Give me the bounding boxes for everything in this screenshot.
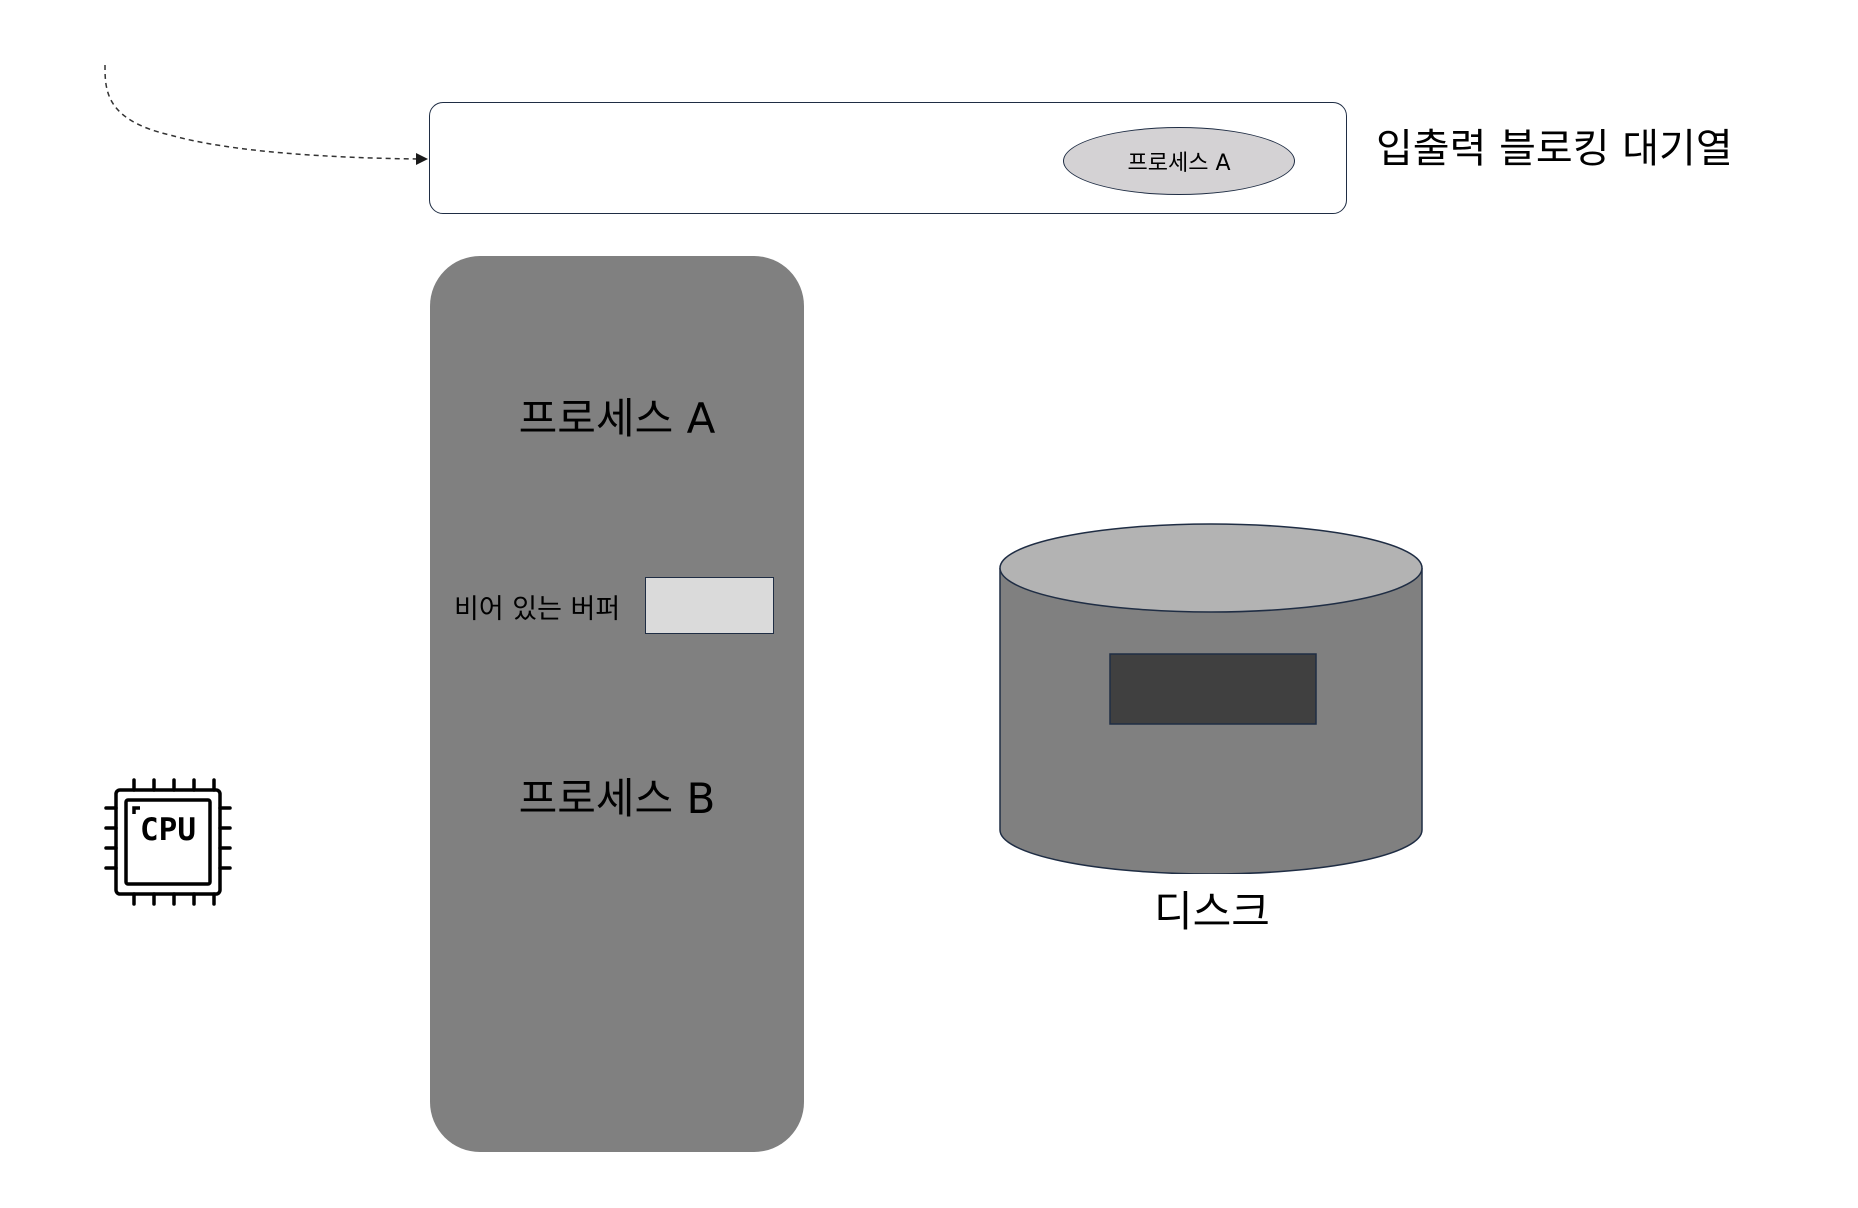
queue-entry-arrow (104, 64, 428, 165)
cpu-label: CPU (140, 812, 196, 848)
process-a-label: 프로세스 A (518, 394, 716, 443)
disk-icon (999, 523, 1423, 874)
queue-process-a-label: 프로세스 A (1127, 151, 1231, 176)
cpu-icon (104, 778, 232, 906)
queue-title: 입출력 블로킹 대기열 (1376, 126, 1733, 172)
queue-process-a[interactable]: 프로세스 A (1063, 127, 1295, 195)
arrowhead-icon (416, 153, 428, 165)
disk-label: 디스크 (1154, 887, 1270, 936)
empty-buffer-label: 비어 있는 버퍼 (454, 594, 621, 625)
disk-slot (1109, 653, 1317, 725)
empty-buffer (645, 577, 774, 634)
memory-block (430, 256, 804, 1152)
process-b-label: 프로세스 B (518, 774, 716, 823)
